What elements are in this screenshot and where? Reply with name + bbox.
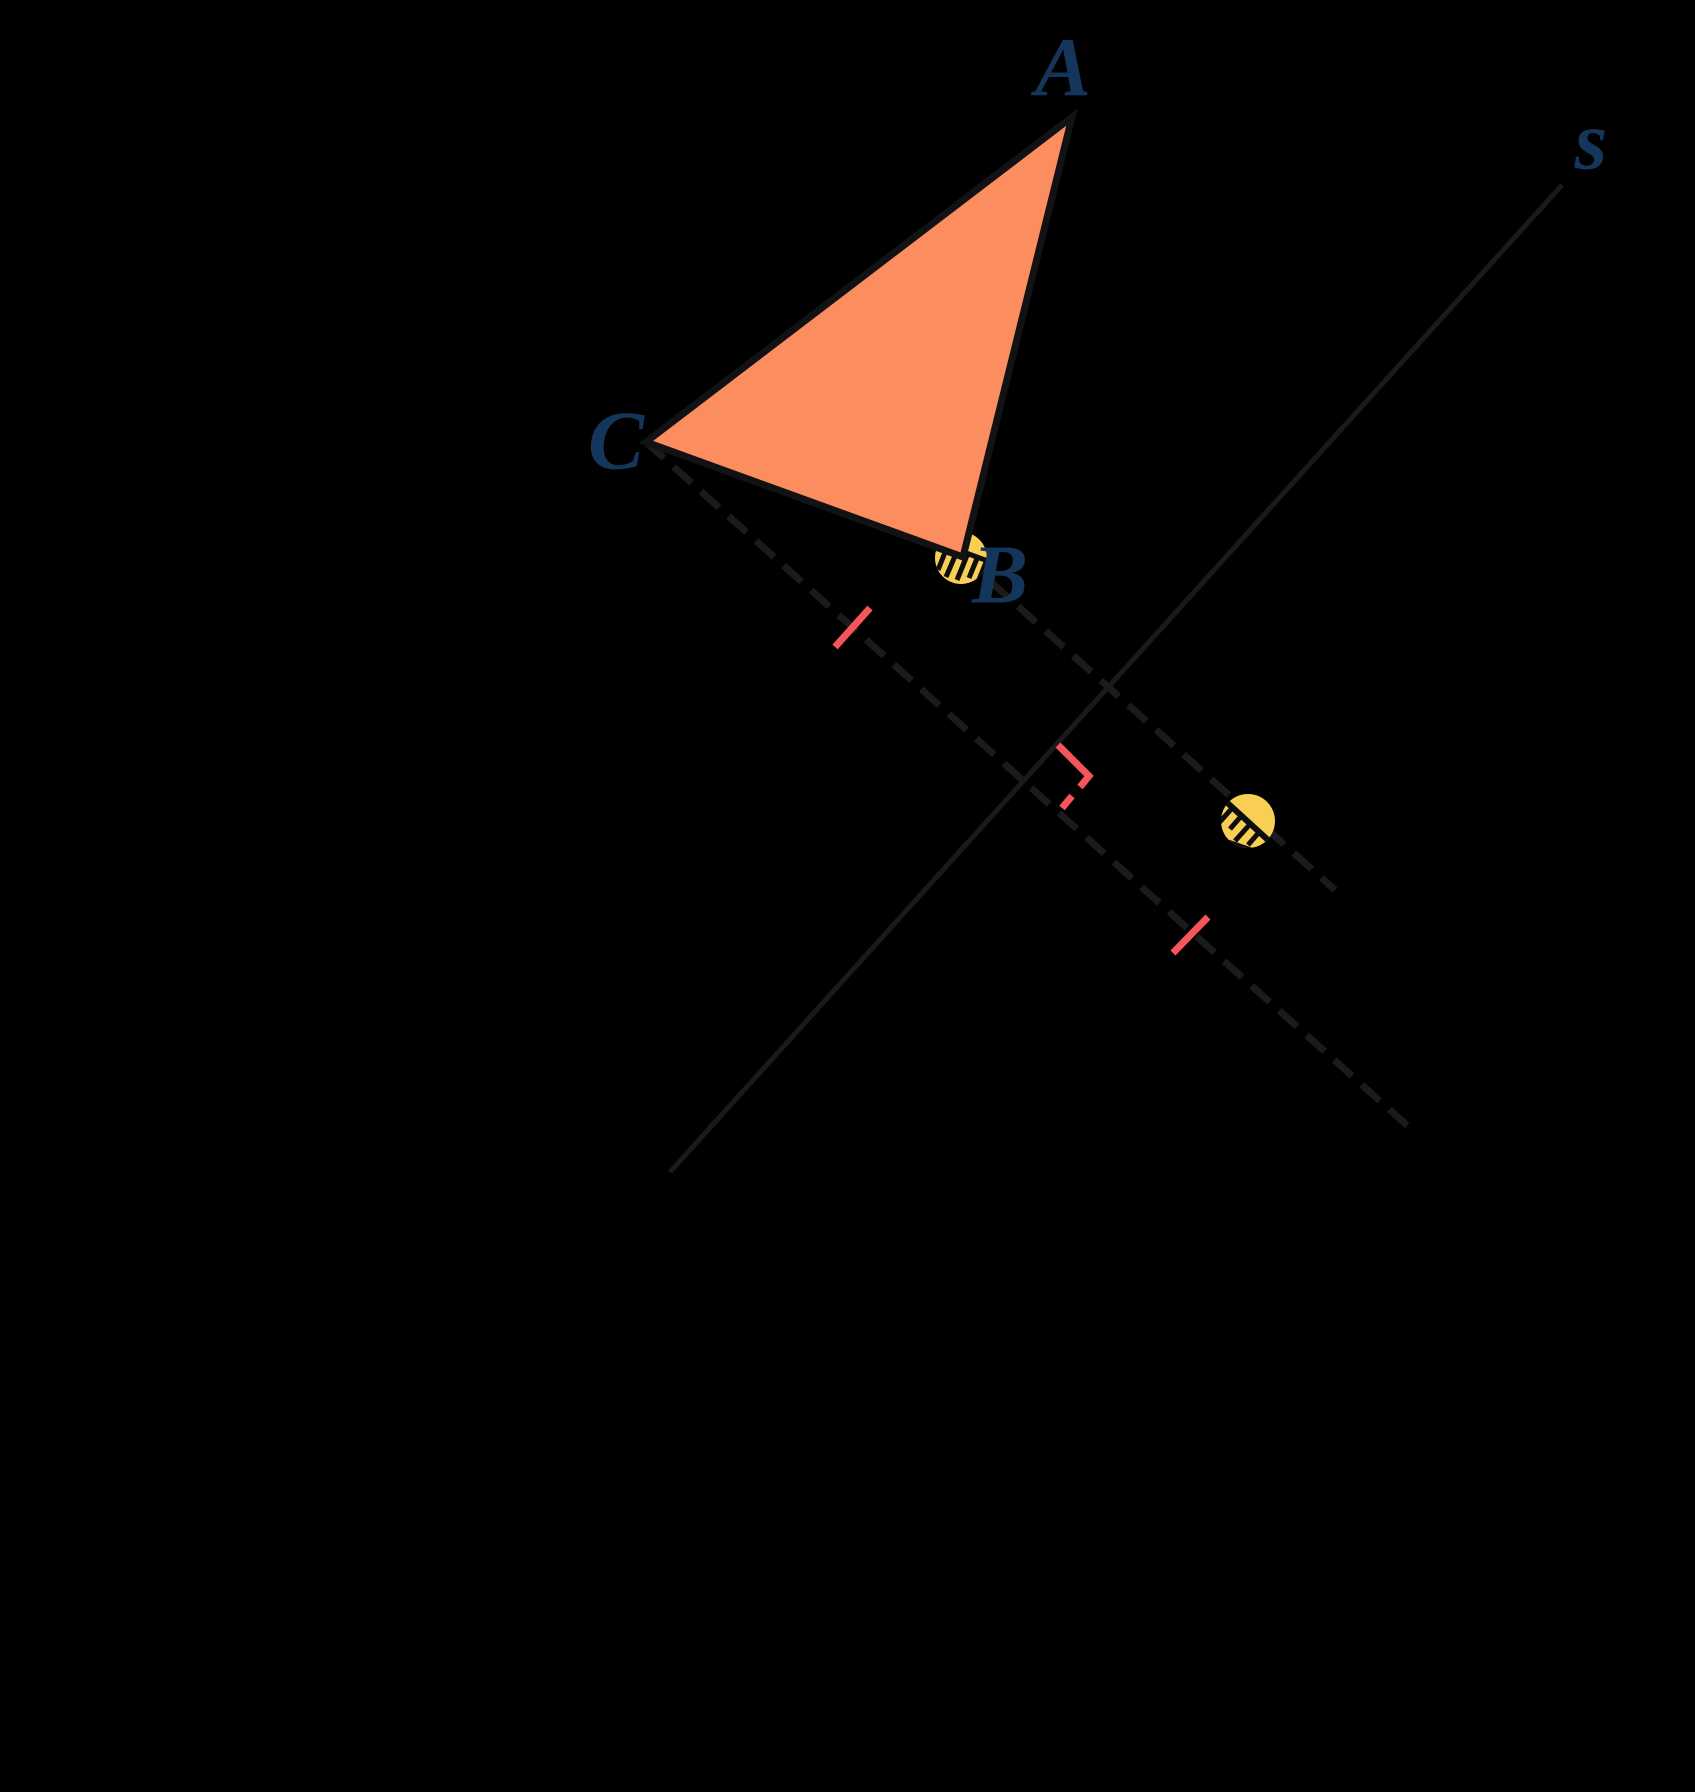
label-vertex-a: A [1030, 22, 1091, 115]
perpendicular-dashed-line-from-c [643, 439, 1413, 1131]
right-angle-mark [1055, 742, 1094, 790]
triangle-abc [638, 108, 1078, 562]
label-line-s: s [1574, 95, 1608, 188]
label-vertex-b: B [971, 529, 1028, 622]
label-vertex-c: C [588, 395, 645, 488]
congruence-tick-1 [832, 605, 873, 650]
right-angle-mark-lower-piece [1059, 793, 1075, 811]
perpendicular-dashed-line-from-b [960, 554, 1338, 893]
congruence-tick-2 [1170, 914, 1211, 956]
line-s [668, 183, 1564, 1174]
